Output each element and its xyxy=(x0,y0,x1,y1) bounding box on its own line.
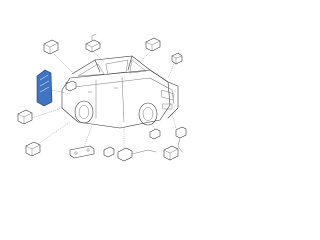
module-part[interactable] xyxy=(43,39,73,73)
highlighted-part[interactable] xyxy=(36,69,71,107)
connector-part[interactable] xyxy=(85,33,105,63)
sensor-part[interactable] xyxy=(149,123,161,140)
sensor-part[interactable] xyxy=(171,113,187,153)
module-part[interactable] xyxy=(25,121,71,157)
bracket-part[interactable] xyxy=(69,125,95,159)
parts-diagram xyxy=(17,33,187,162)
sensor-part[interactable] xyxy=(167,52,183,79)
module-part[interactable] xyxy=(17,107,63,125)
vehicle-illustration xyxy=(61,55,179,129)
clip-part[interactable] xyxy=(103,146,115,158)
module-part[interactable] xyxy=(65,80,77,92)
sensor-part[interactable] xyxy=(117,126,157,162)
bracket-part[interactable] xyxy=(163,145,179,161)
sensor-part[interactable] xyxy=(139,37,161,63)
